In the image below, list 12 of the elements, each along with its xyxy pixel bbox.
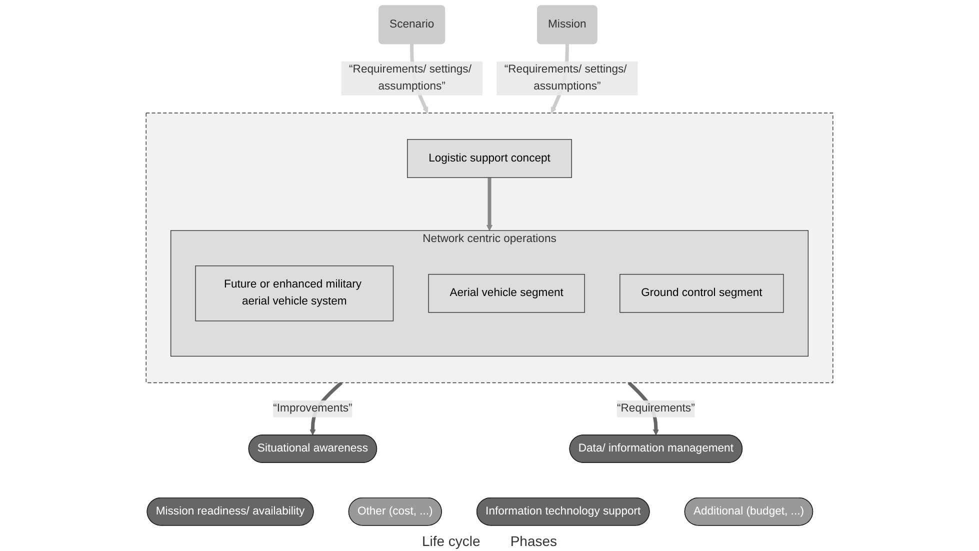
note-label: Phases	[510, 533, 558, 549]
node-box: Logistic support concept	[407, 139, 572, 178]
node-box: Future or enhanced military aerial vehicle system	[195, 266, 394, 322]
cluster	[146, 112, 834, 384]
edge-label: “Improvements”	[273, 402, 352, 414]
edge-label: “Requirements/ settings/ assumptions”	[349, 64, 472, 92]
node-box: Aerial vehicle segment	[428, 274, 585, 313]
edge-label: “Requirements/ settings/ assumptions”	[504, 64, 627, 92]
arrow	[486, 178, 493, 231]
node-box: Ground control segment	[620, 274, 784, 313]
edge-label: “Requirements”	[616, 402, 695, 414]
note-label: Life cycle	[422, 533, 480, 549]
